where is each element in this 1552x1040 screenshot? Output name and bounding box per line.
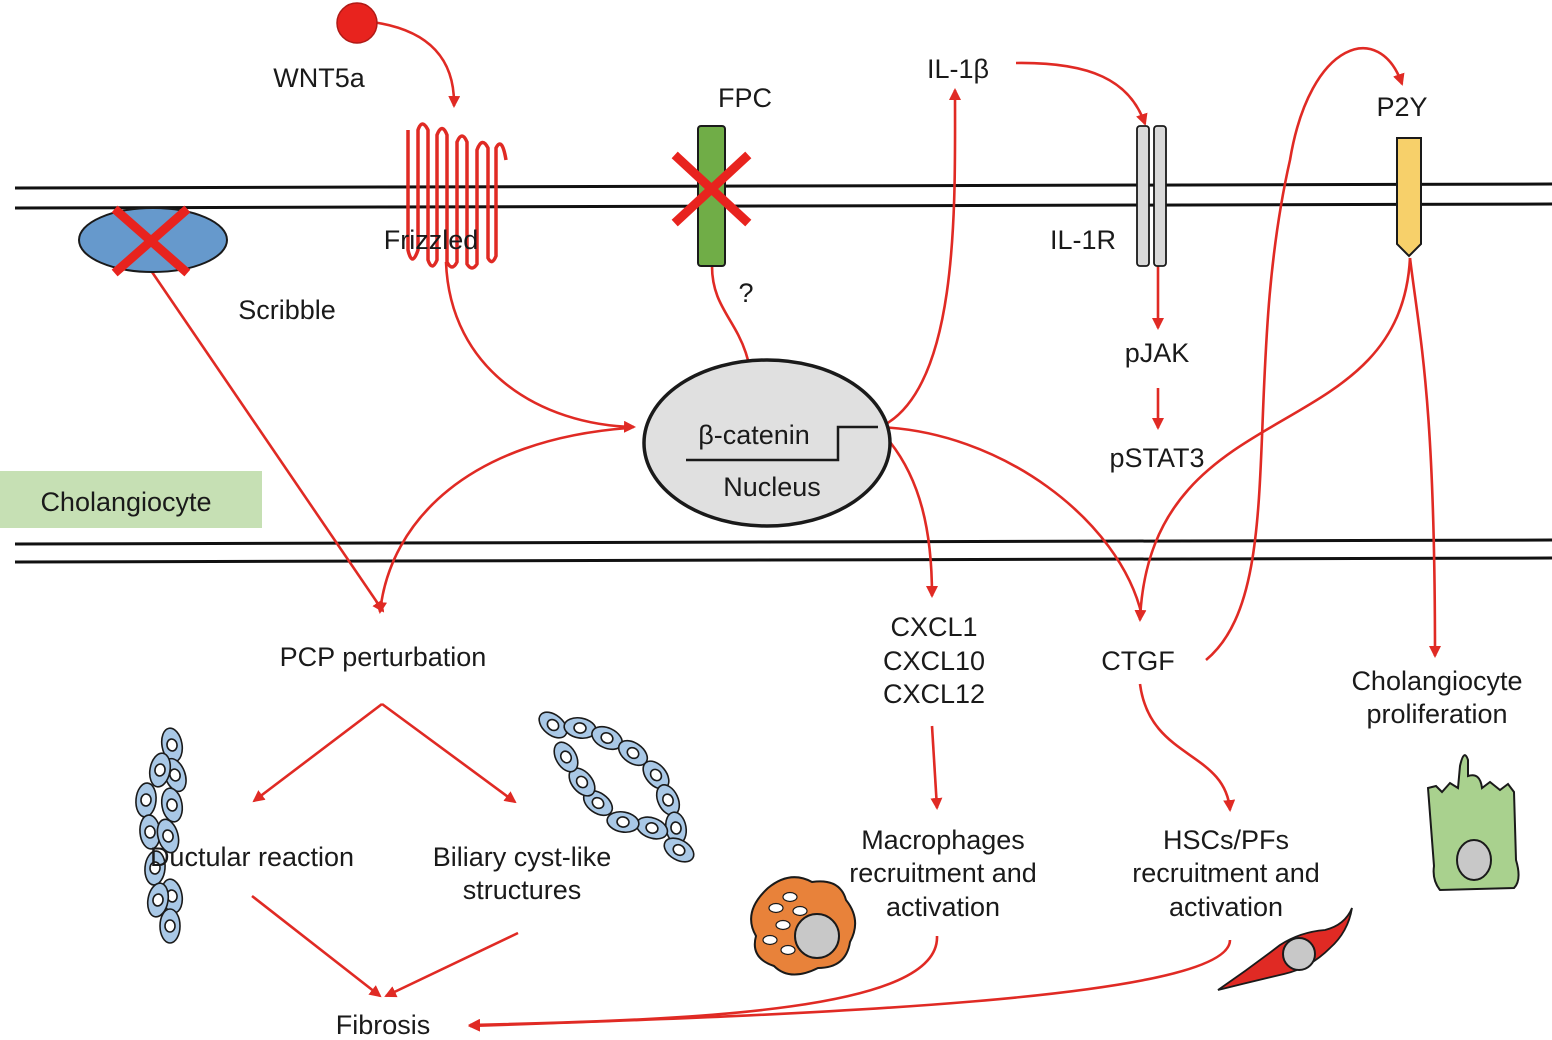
- nucleus: [642, 358, 892, 528]
- biliary-cyst-label-line2: structures: [463, 875, 582, 905]
- fpc-loss-x-icon: [671, 151, 752, 227]
- scribble-label: Scribble: [238, 295, 336, 325]
- gene-promoter-line: [686, 425, 878, 462]
- ductular-reaction-label: Ductular reaction: [150, 842, 354, 872]
- arrow-nucleus-to-cxcl: [888, 441, 938, 598]
- pstat3-label: pSTAT3: [1109, 443, 1204, 473]
- cxcl10-label: CXCL10: [883, 646, 985, 676]
- arrow-pcp-to-ductular: [252, 702, 383, 803]
- beta-catenin-label: β-catenin: [698, 420, 810, 450]
- p2y-label: P2Y: [1376, 92, 1427, 122]
- arrow-p2y-to-proliferation: [1408, 257, 1441, 658]
- p2y-receptor-icon: [1396, 137, 1422, 258]
- arrow-frizzled-to-nucleus: [444, 261, 636, 433]
- arrow-wnt5a-to-frizzled: [371, 20, 461, 108]
- il1r-label: IL-1R: [1050, 225, 1116, 255]
- frizzled-label: Frizzled: [384, 225, 479, 255]
- frizzled-receptor-icon: [406, 122, 508, 270]
- proliferating-cholangiocyte-icon: [1426, 754, 1520, 892]
- macrophages-label-line3: activation: [886, 892, 1000, 922]
- nucleus-label: Nucleus: [723, 472, 821, 502]
- macrophage-icon: [750, 876, 857, 976]
- ductular-cells-icon: [135, 727, 187, 944]
- macrophages-label-line2: recruitment and: [849, 858, 1037, 888]
- fpc-label: FPC: [718, 83, 772, 113]
- fibrosis-label: Fibrosis: [336, 1010, 431, 1040]
- il1r-receptor-icon: [1136, 125, 1167, 267]
- arrow-ductular-to-fibrosis: [251, 894, 382, 998]
- arrows: [150, 20, 1441, 1032]
- cholangiocyte-tag-label: Cholangiocyte: [40, 487, 211, 517]
- macrophages-label-line1: Macrophages: [861, 825, 1025, 855]
- arrow-p2y-to-ctgf: [1134, 257, 1412, 622]
- arrow-cxcl-to-macrophages: [930, 725, 943, 810]
- wnt5a-label: WNT5a: [273, 63, 365, 93]
- pcp-perturbation-label: PCP perturbation: [280, 642, 487, 672]
- arrow-scribble-to-pcp: [150, 271, 385, 613]
- arrow-ctgf-to-nucleus: [874, 421, 1144, 617]
- arrow-pcp-to-cyst: [381, 702, 517, 804]
- arrow-nucleus-to-pcp: [375, 426, 629, 614]
- arrow-cyst-to-fibrosis: [384, 931, 519, 998]
- cholangiocyte-proliferation-label-line1: Cholangiocyte: [1351, 666, 1522, 696]
- hscs-label-line2: recruitment and: [1132, 858, 1320, 888]
- arrow-macrophages-to-fibrosis: [468, 935, 939, 1031]
- arrow-hscs-to-fibrosis: [468, 939, 1232, 1032]
- hscs-label-line3: activation: [1169, 892, 1283, 922]
- basal-membrane: [14, 538, 1552, 564]
- cholangiocyte-tag: Cholangiocyte: [0, 471, 262, 528]
- cxcl12-label: CXCL12: [883, 679, 985, 709]
- wnt5a-ligand-icon: [336, 2, 378, 44]
- pjak-label: pJAK: [1125, 338, 1190, 368]
- scribble-loss-x-icon: [111, 205, 191, 277]
- arrow-ctgf-to-p2y: [1205, 47, 1405, 661]
- stellate-cell-icon: [1217, 907, 1353, 991]
- biliary-cyst-icon: [538, 711, 695, 863]
- question-mark-label: ?: [738, 278, 753, 308]
- apical-membrane: [14, 182, 1552, 210]
- labels: WNT5a FPC IL-1β P2Y Frizzled IL-1R Scrib…: [150, 54, 1523, 1040]
- ctgf-label: CTGF: [1101, 646, 1175, 676]
- cxcl1-label: CXCL1: [890, 612, 977, 642]
- arrow-il1b-to-il1r: [1015, 61, 1148, 126]
- arrow-ctgf-to-hscs: [1138, 683, 1236, 812]
- biliary-cyst-label-line1: Biliary cyst-like: [433, 842, 612, 872]
- arrow-nucleus-to-il1b: [885, 88, 962, 426]
- cholangiocyte-proliferation-label-line2: proliferation: [1366, 699, 1507, 729]
- hscs-label-line1: HSCs/PFs: [1163, 825, 1289, 855]
- il1b-label: IL-1β: [927, 54, 989, 84]
